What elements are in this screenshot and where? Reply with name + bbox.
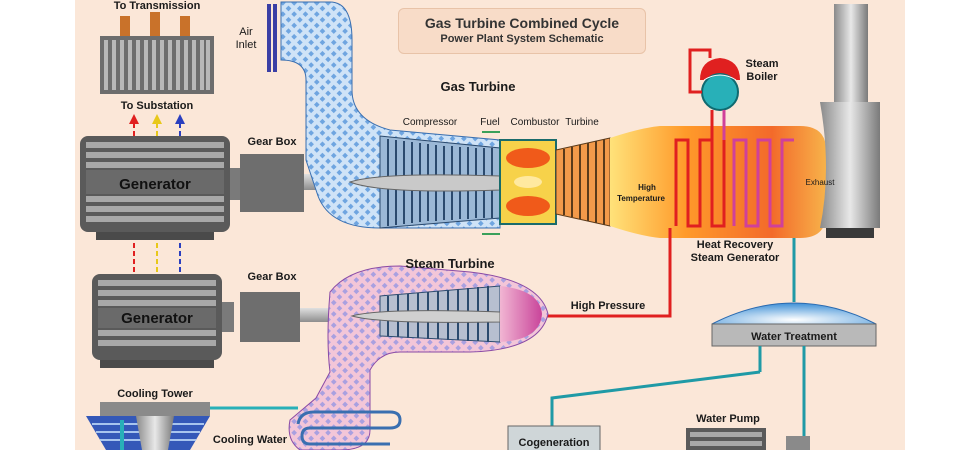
fuel-label: Fuel <box>480 117 499 128</box>
compressor <box>348 135 501 229</box>
water-pump-label: Water Pump <box>696 413 760 425</box>
hrsg-coils <box>674 138 794 228</box>
high-temp-label-2: Temperature <box>617 194 665 203</box>
air-inlet-label-2: Inlet <box>236 39 257 51</box>
transformer-icon <box>100 12 214 94</box>
high-pressure-pipe <box>540 228 672 318</box>
gear-box-1-label: Gear Box <box>248 136 298 148</box>
cooling-water-label: Cooling Water <box>213 434 288 446</box>
high-pressure-label: High Pressure <box>571 300 646 312</box>
title-box: Gas Turbine Combined Cycle Power Plant S… <box>398 8 646 54</box>
steam-turbine-blades <box>350 285 542 343</box>
page-title: Gas Turbine Combined Cycle <box>424 15 620 31</box>
exhaust-stack <box>820 4 880 238</box>
steam-boiler-label-2: Boiler <box>746 71 778 83</box>
hrsg-label-2: Steam Generator <box>691 252 780 264</box>
water-treatment <box>711 302 877 347</box>
exhaust-label: Exhaust <box>806 178 836 187</box>
generator-1-label: Generator <box>119 176 191 193</box>
condenser-coils <box>296 410 402 446</box>
turbine-label: Turbine <box>565 117 599 128</box>
gear-box-1 <box>240 154 304 212</box>
generator-2 <box>92 274 234 368</box>
generator-1 <box>80 136 242 240</box>
cooling-tower <box>86 402 210 450</box>
water-treatment-label: Water Treatment <box>751 331 837 343</box>
page-subtitle: Power Plant System Schematic <box>440 33 604 45</box>
cooling-tower-label: Cooling Tower <box>117 388 193 400</box>
air-inlet-label-1: Air <box>239 26 253 38</box>
steam-boiler <box>700 58 740 111</box>
hrsg-duct <box>610 126 826 238</box>
turbine <box>555 137 611 227</box>
cogeneration-label: Cogeneration <box>519 437 590 449</box>
gas-turbine-label: Gas Turbine <box>441 79 516 94</box>
water-pipes <box>550 238 806 436</box>
water-pump <box>686 428 810 450</box>
compressor-label: Compressor <box>403 117 458 128</box>
gear-box-2 <box>240 292 300 342</box>
to-transmission-label: To Transmission <box>114 0 201 12</box>
air-inlet-grille <box>267 4 277 72</box>
boiler-pipes <box>688 48 726 140</box>
hrsg-label-1: Heat Recovery <box>697 239 774 251</box>
gear-box-2-label: Gear Box <box>248 271 298 283</box>
combustor-label: Combustor <box>511 117 561 128</box>
steam-turbine-label: Steam Turbine <box>405 256 494 271</box>
generator-2-label: Generator <box>121 310 193 327</box>
cogeneration-box <box>507 425 601 450</box>
to-substation-label: To Substation <box>121 100 194 112</box>
combustor <box>482 131 557 235</box>
high-temp-label-1: High <box>638 183 656 192</box>
steam-boiler-label-1: Steam <box>745 58 778 70</box>
